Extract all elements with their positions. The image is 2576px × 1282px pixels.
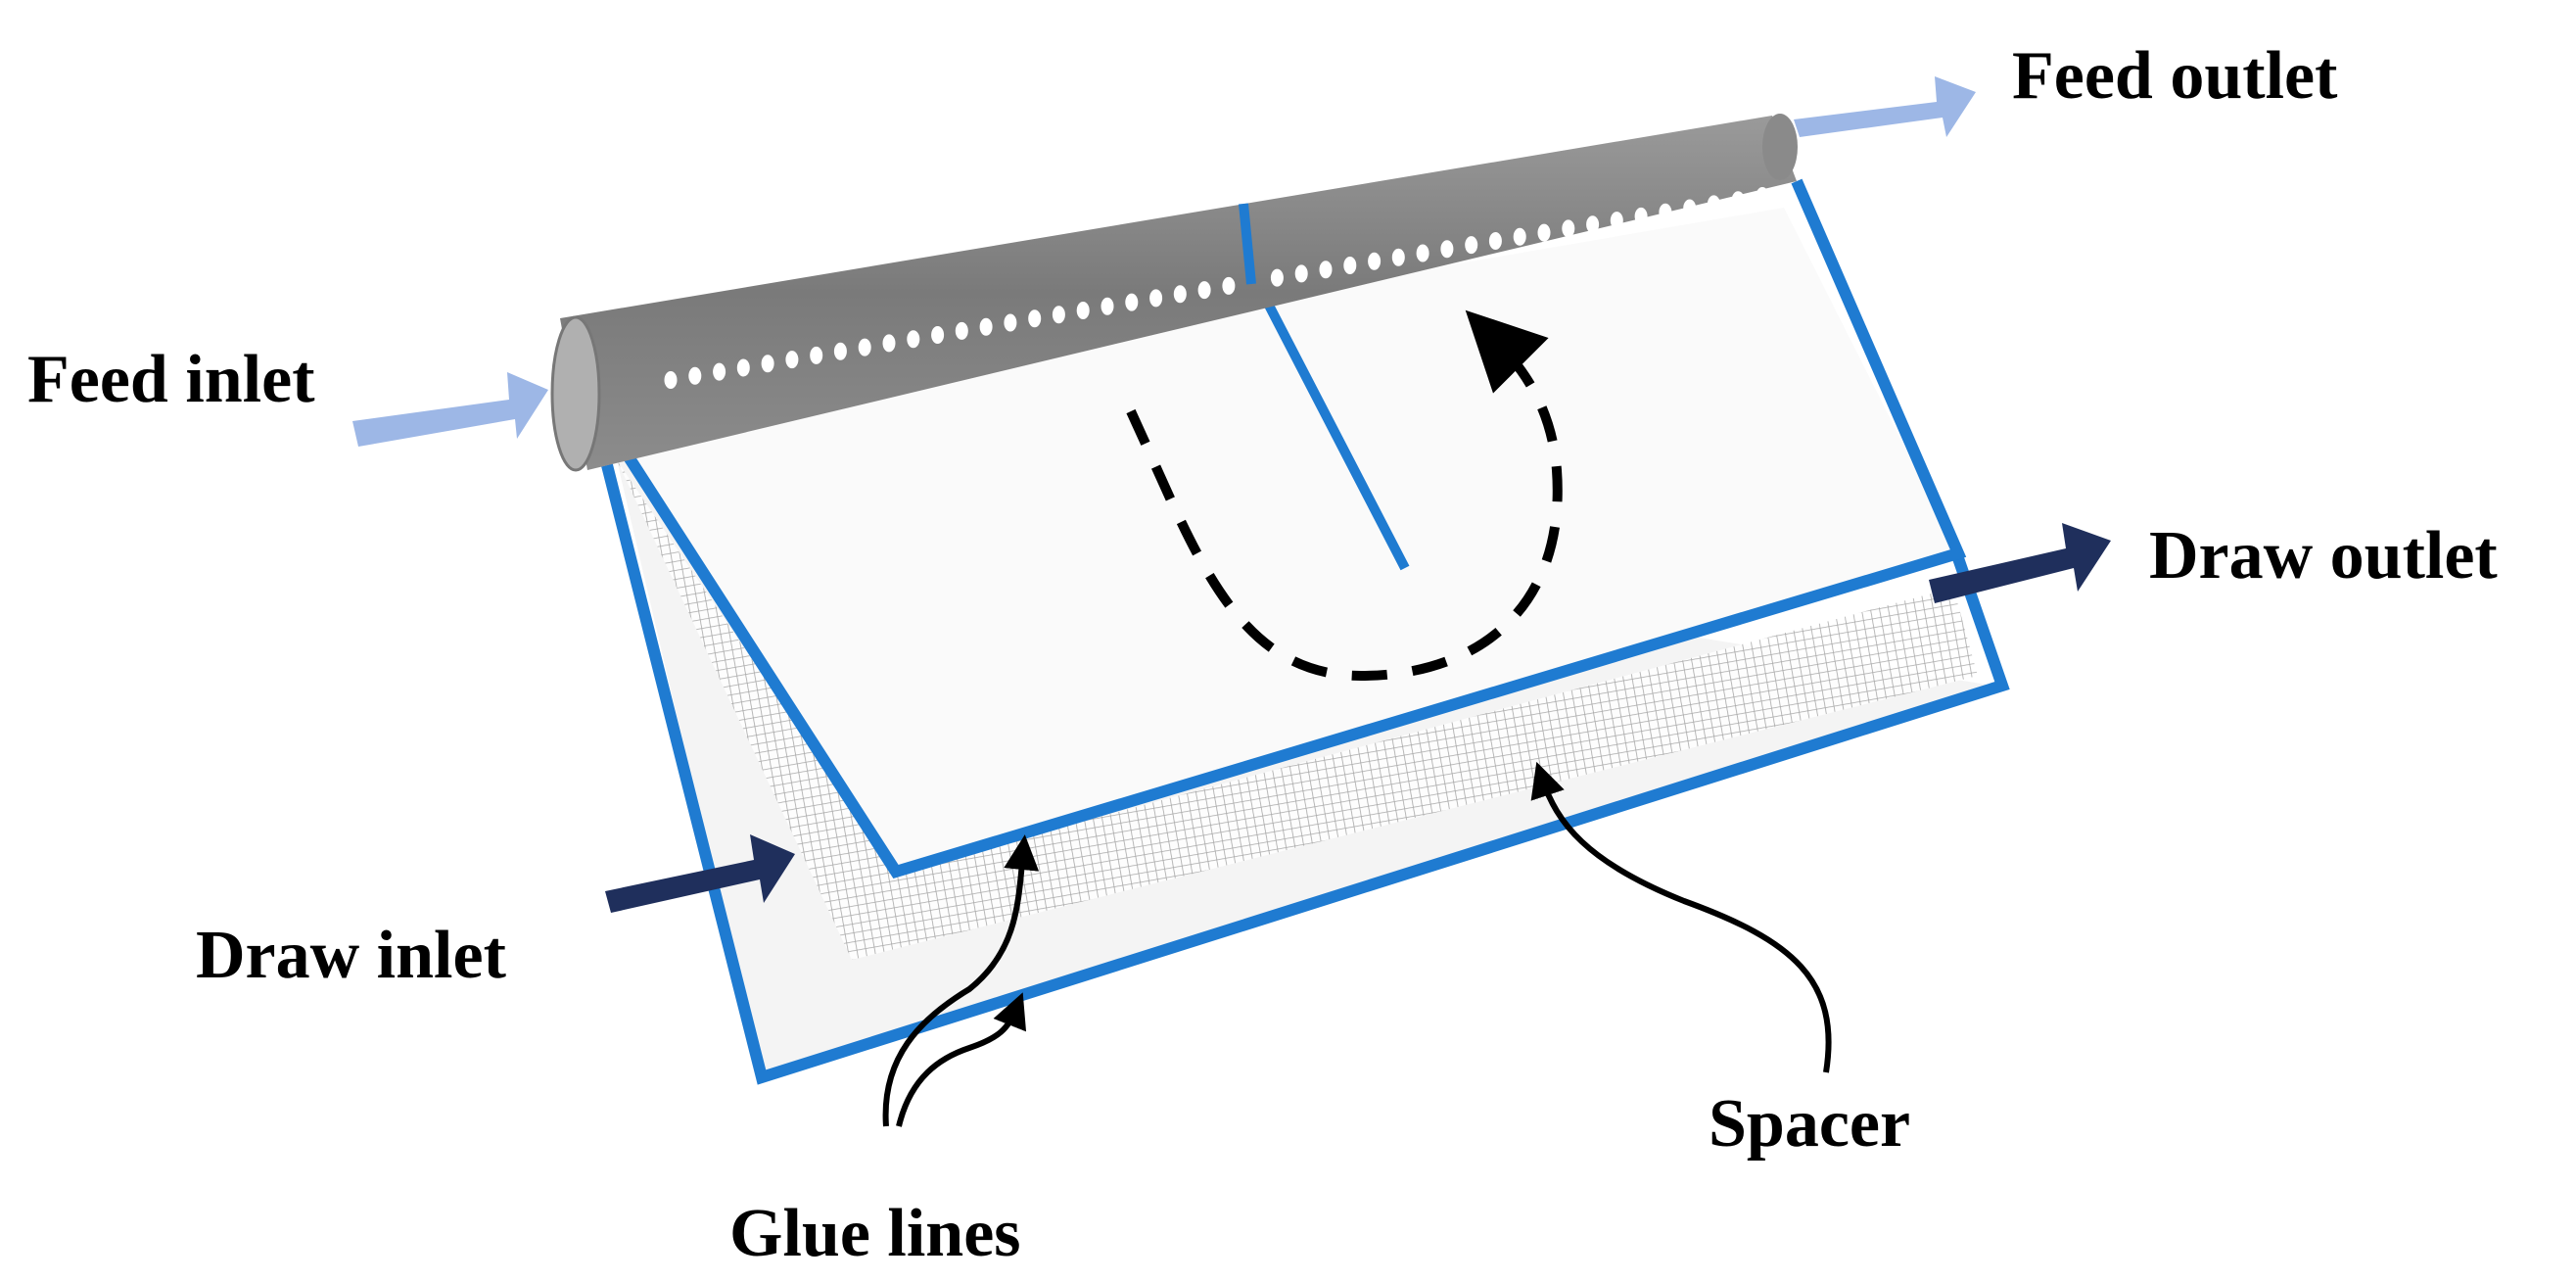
tube-hole [1391, 248, 1405, 266]
tube-hole [1028, 309, 1042, 328]
tube-hole [1125, 293, 1139, 311]
tube-hole [1586, 215, 1600, 234]
tube-hole [1683, 199, 1697, 217]
glue-line-top-outline [593, 178, 1967, 879]
tube-hole [1562, 219, 1575, 238]
tube-hole [1294, 264, 1308, 283]
tube-hole [1343, 257, 1357, 274]
draw-inlet-label: Draw inlet [196, 918, 506, 993]
tube-hole [907, 330, 920, 349]
tube-hole [858, 338, 871, 356]
tube-hole [1731, 191, 1745, 210]
tube-hole [761, 355, 774, 373]
tube-hole [1416, 244, 1429, 262]
glue-lines-label: Glue lines [729, 1196, 1021, 1271]
perforated-feed-tube [550, 114, 1798, 472]
tube-hole [664, 371, 678, 389]
tube-hole [1197, 281, 1211, 300]
feed-inlet-arrow [352, 372, 548, 447]
feed-flow-path-dashed [1126, 309, 1563, 682]
tube-hole [1537, 223, 1551, 242]
spacer-label: Spacer [1709, 1086, 1910, 1162]
tube-hole [1465, 236, 1478, 255]
tube-hole [688, 366, 702, 385]
draw-outlet-arrow [1929, 523, 2111, 603]
tube-hole [1004, 313, 1017, 332]
tube-hole [1368, 252, 1382, 270]
spacer-mesh [617, 460, 1978, 960]
tube-hole [1076, 302, 1090, 319]
tube-hole [1440, 240, 1454, 259]
feed-outlet-arrow [1794, 76, 1976, 137]
draw-outlet-label: Draw outlet [2149, 518, 2498, 594]
tube-hole [1488, 232, 1502, 250]
spacer-pointer [1530, 761, 1832, 1073]
tube-hole [1659, 203, 1672, 221]
tube-hole [1173, 285, 1187, 304]
feed-outlet-label: Feed outlet [2012, 38, 2337, 114]
draw-inlet-arrow [605, 834, 795, 913]
tube-hole [1513, 227, 1526, 246]
tube-hole [1149, 289, 1163, 308]
tube-hole [810, 346, 823, 364]
tube-hole [955, 321, 968, 340]
feed-inlet-label: Feed inlet [27, 342, 315, 417]
tube-hole [785, 351, 799, 369]
tube-hole [1707, 195, 1720, 214]
tube-hole [1222, 276, 1236, 295]
tube-hole [931, 326, 945, 344]
tube-hole [713, 362, 726, 381]
glue-line-bottom-outline [601, 463, 2010, 1085]
tube-hole [979, 317, 993, 336]
tube-hole [1270, 268, 1284, 287]
tube-hole [1101, 297, 1114, 315]
tube-hole [736, 358, 750, 377]
glue-lines-pointer-2 [896, 992, 1027, 1127]
tube-hole [1634, 207, 1648, 225]
tube-hole [1756, 187, 1769, 205]
tube-hole [1610, 212, 1623, 230]
tube-perforations [664, 187, 1769, 389]
tube-hole [882, 334, 896, 353]
tube-hole [1052, 306, 1065, 324]
glue-lines-pointer-1 [882, 834, 1040, 1127]
tube-hole [833, 342, 847, 360]
tube-hole [1319, 261, 1333, 279]
